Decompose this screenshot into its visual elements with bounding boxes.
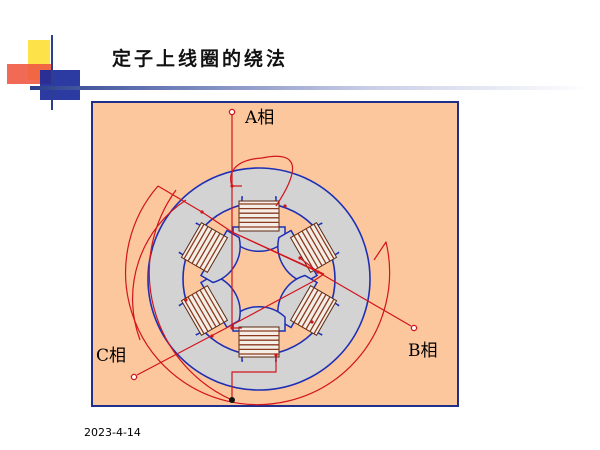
phase-b-label: B相 (408, 341, 438, 361)
neutral-junction (229, 397, 235, 403)
coil-winding-turn (183, 223, 205, 260)
coil-winding-turn (187, 296, 209, 332)
coil (238, 200, 280, 232)
coil-winding-turn (191, 228, 213, 264)
coil-winding-turn (199, 233, 221, 269)
title-decoration-blue (40, 70, 80, 100)
coil-winding-turn (191, 294, 213, 330)
pole-root (319, 222, 341, 254)
phase-c-outer-arc (148, 189, 233, 401)
phase-c-cross-link (231, 231, 325, 275)
phase-a-label: A相 (244, 108, 274, 128)
phase-c-label: C相 (96, 346, 126, 366)
coil-winding-turn (309, 226, 331, 262)
coil-terminal-dot (298, 256, 302, 260)
coil-winding-turn (301, 291, 323, 328)
coil-terminal-dot (184, 298, 188, 302)
coil (238, 326, 280, 358)
coil-body (289, 221, 338, 274)
coil-winding-turn (297, 289, 319, 325)
coil-winding-turn (301, 230, 323, 267)
coil-winding-turn (313, 223, 335, 260)
coil-winding-turn (195, 230, 217, 267)
phase-c-left-arc (131, 199, 187, 341)
coil-terminal-dot (283, 204, 287, 208)
coil-winding-turn (293, 235, 315, 271)
coil-body (238, 326, 280, 358)
phase-c-lead (136, 273, 325, 376)
coil-body (180, 284, 229, 337)
phase-c-winding (131, 189, 325, 401)
stator-coils (180, 200, 338, 358)
phase-a-return (231, 355, 277, 400)
coil-winding-turn (187, 226, 209, 262)
coil-winding-turn (199, 289, 221, 325)
coil-terminal-dot (230, 184, 234, 188)
coil-body (238, 200, 280, 232)
title-underline-rule (30, 86, 590, 90)
coil-body (180, 221, 229, 274)
coil-terminal-dot (310, 320, 314, 324)
coil-winding-turn (183, 298, 205, 335)
phase-b-terminal (410, 324, 418, 332)
title-decoration-vertical-line (51, 35, 53, 110)
winding-wires (125, 115, 412, 406)
phase-a-terminal (228, 108, 236, 116)
coil (289, 284, 338, 337)
coil-terminals (184, 184, 320, 357)
phase-b-upper-lead (157, 185, 203, 213)
coil-winding-turn (305, 294, 327, 330)
coil-terminal-dot (316, 270, 320, 274)
coil-winding-turn (309, 296, 331, 332)
coil-winding-turn (195, 291, 217, 328)
pole-root (243, 358, 275, 364)
coil (180, 221, 229, 274)
slide-date: 2023-4-14 (84, 426, 141, 439)
coil (180, 284, 229, 337)
coil-winding-turn (313, 298, 335, 335)
phase-a-loop (230, 155, 294, 207)
coil-terminal-dot (210, 334, 214, 338)
coil-winding-turn (293, 287, 315, 323)
pole-root (319, 304, 341, 336)
pole-root (177, 304, 199, 336)
coil-winding-turn (203, 287, 225, 323)
coil-body (289, 284, 338, 337)
slide-title: 定子上线圈的绕法 (112, 48, 289, 70)
coil-terminal-dot (274, 353, 278, 357)
coil-terminal-dot (230, 326, 234, 330)
pole-root (177, 222, 199, 254)
coil-winding-turn (297, 233, 319, 269)
coil-winding-turn (203, 235, 225, 271)
coil-terminal-dot (200, 210, 204, 214)
coil-winding-turn (305, 228, 327, 264)
phase-c-terminal (130, 373, 138, 381)
coil (289, 221, 338, 274)
pole-root (243, 194, 275, 200)
